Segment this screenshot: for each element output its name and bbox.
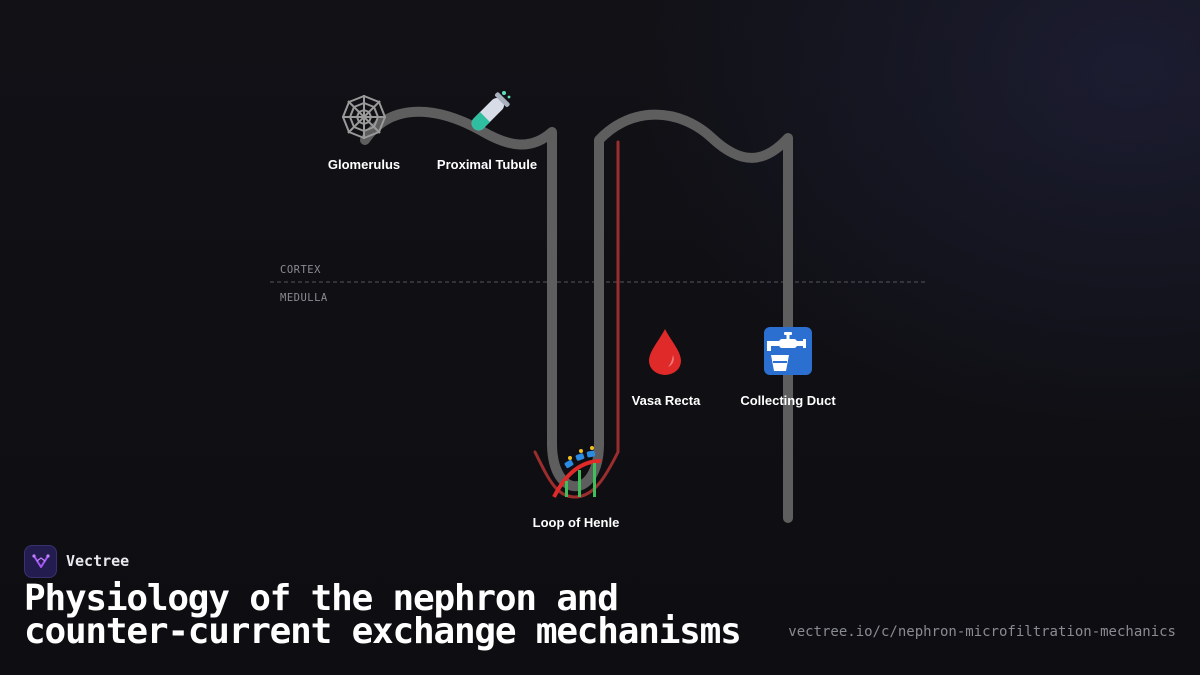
spider-web-icon — [342, 95, 386, 139]
loop-of-henle-label: Loop of Henle — [532, 515, 620, 530]
brand-name: Vectree — [66, 552, 130, 570]
blood-drop-icon — [649, 329, 681, 375]
proximal-tubule-label: Proximal Tubule — [436, 157, 538, 172]
roller-coaster-icon — [552, 446, 602, 498]
glomerulus-label: Glomerulus — [327, 157, 401, 172]
page-title: Physiology of the nephron and counter-cu… — [24, 578, 742, 652]
vasa-recta-label: Vasa Recta — [631, 393, 701, 408]
vasa-recta-vessel — [533, 140, 620, 499]
vectree-logo-icon — [24, 544, 57, 578]
water-tap-icon — [764, 327, 812, 375]
brand: Vectree — [24, 544, 129, 578]
collecting-duct-label: Collecting Duct — [740, 393, 836, 408]
cortex-label: CORTEX — [280, 264, 321, 276]
medulla-label: MEDULLA — [280, 292, 328, 304]
source-url[interactable]: vectree.io/c/nephron-microfiltration-mec… — [788, 624, 1176, 640]
test-tube-icon — [471, 91, 511, 131]
